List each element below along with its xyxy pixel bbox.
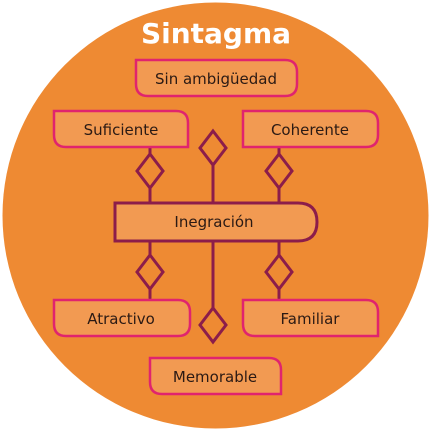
- node-left-lower: Atractivo: [52, 298, 192, 338]
- diagram-title: Sintagma: [141, 17, 291, 50]
- node-left-lower-label: Atractivo: [87, 310, 155, 328]
- node-top-label: Sin ambigüedad: [155, 70, 277, 88]
- node-bottom-label: Memorable: [173, 368, 257, 386]
- node-center-box: [113, 201, 319, 243]
- node-left-lower-box: [52, 298, 192, 338]
- lower-left-diamond: [135, 252, 165, 292]
- node-right-lower-box: [241, 298, 380, 338]
- diamonds: [135, 128, 294, 345]
- node-bottom: Memorable: [148, 356, 283, 396]
- node-left-upper: Suficiente: [52, 109, 190, 149]
- node-center: Inegración: [113, 201, 319, 243]
- node-center-label: Inegración: [174, 213, 253, 231]
- lower-right-diamond: [264, 252, 294, 292]
- node-top-box: [134, 58, 299, 98]
- upper-left-diamond: [135, 151, 165, 191]
- upper-right-diamond: [264, 151, 294, 191]
- node-bottom-box: [148, 356, 283, 396]
- node-right-upper: Coherente: [241, 109, 380, 149]
- node-left-upper-box: [52, 109, 190, 149]
- node-right-upper-box: [241, 109, 380, 149]
- bottom-center-diamond: [198, 305, 228, 345]
- node-right-lower-label: Familiar: [281, 310, 341, 328]
- node-top: Sin ambigüedad: [134, 58, 299, 98]
- node-right-lower: Familiar: [241, 298, 380, 338]
- node-right-upper-label: Coherente: [271, 121, 349, 139]
- top-center-diamond: [198, 128, 228, 168]
- node-left-upper-label: Suficiente: [84, 121, 159, 139]
